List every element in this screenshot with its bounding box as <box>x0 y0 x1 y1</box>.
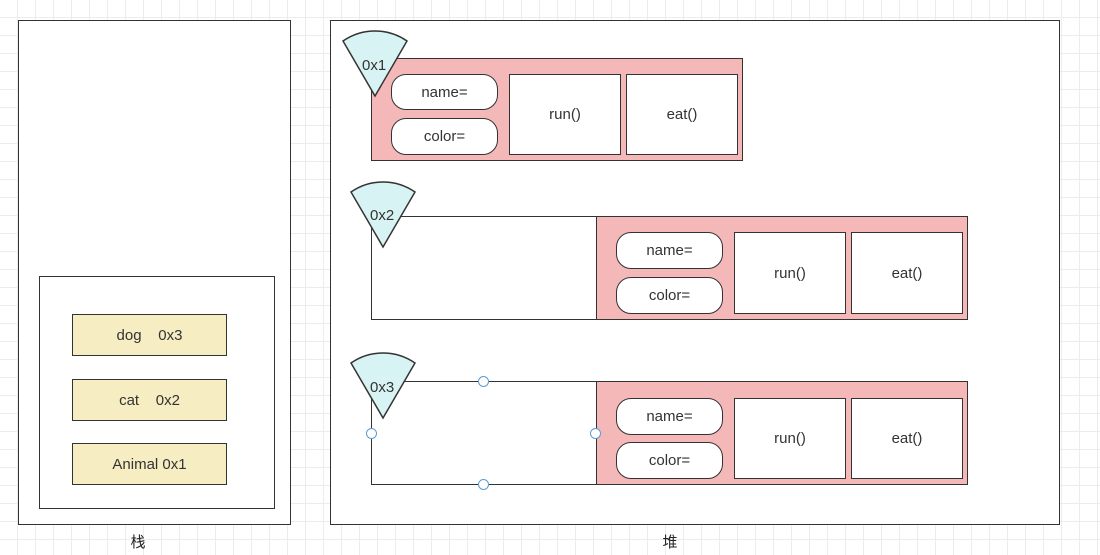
heap-object-dog[interactable] <box>371 381 597 485</box>
field-color[interactable]: color= <box>616 277 723 314</box>
resize-handle-left[interactable] <box>366 428 377 439</box>
address-label: 0x1 <box>362 57 387 74</box>
address-label: 0x3 <box>370 379 395 396</box>
field-color[interactable]: color= <box>391 118 498 155</box>
stack-var-animal[interactable]: Animal 0x1 <box>72 443 227 485</box>
field-name[interactable]: name= <box>391 74 498 110</box>
resize-handle-right[interactable] <box>590 428 601 439</box>
stack-var-dog[interactable]: dog 0x3 <box>72 314 227 356</box>
address-marker-icon[interactable] <box>350 352 418 421</box>
method-run[interactable]: run() <box>734 232 846 314</box>
field-color[interactable]: color= <box>616 442 723 479</box>
address-marker-icon[interactable] <box>350 181 418 250</box>
field-name[interactable]: name= <box>616 398 723 435</box>
method-eat[interactable]: eat() <box>626 74 738 155</box>
method-eat[interactable]: eat() <box>851 232 963 314</box>
address-label: 0x2 <box>370 207 395 224</box>
field-name[interactable]: name= <box>616 232 723 269</box>
address-marker-icon[interactable] <box>342 30 410 99</box>
method-run[interactable]: run() <box>509 74 621 155</box>
resize-handle-top[interactable] <box>478 376 489 387</box>
resize-handle-bottom[interactable] <box>478 479 489 490</box>
stack-label: 栈 <box>130 534 146 551</box>
method-eat[interactable]: eat() <box>851 398 963 479</box>
stack-var-cat[interactable]: cat 0x2 <box>72 379 227 421</box>
heap-label: 堆 <box>662 534 678 551</box>
method-run[interactable]: run() <box>734 398 846 479</box>
